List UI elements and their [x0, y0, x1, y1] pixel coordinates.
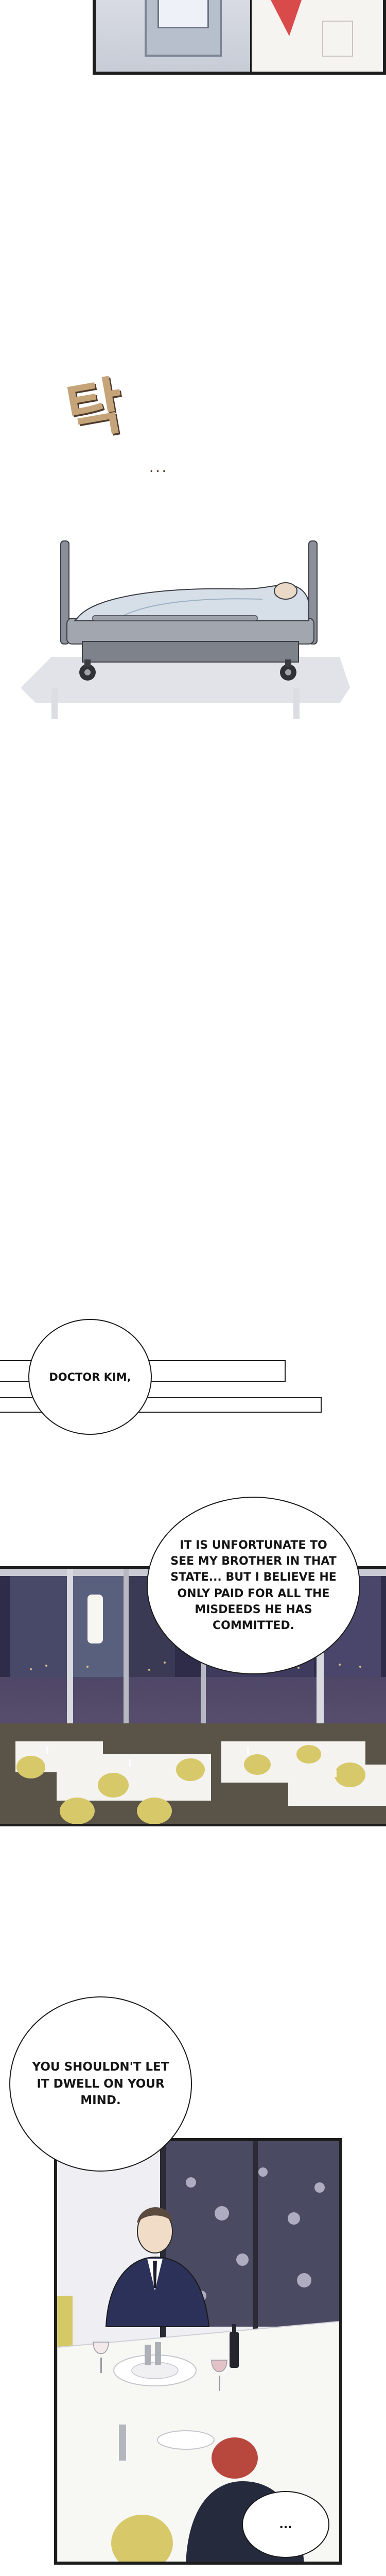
- coat-pocket: [322, 21, 353, 57]
- hospital-bed-illustration: [21, 540, 350, 719]
- speech-text: YOU SHOULDN'T LET IT DWELL ON YOUR MIND.: [32, 2060, 169, 2108]
- sound-effect: 탁: [61, 368, 131, 450]
- bed-frame: [66, 618, 314, 645]
- sound-effect-trail: ...: [149, 459, 169, 476]
- speech-bubble: IT IS UNFORTUNATE TO SEE MY BROTHER IN T…: [147, 1497, 360, 1674]
- patient-head: [274, 582, 297, 600]
- door-window: [157, 0, 209, 28]
- speech-bubble: YOU SHOULDN'T LET IT DWELL ON YOUR MIND.: [9, 1996, 192, 2172]
- doctor-coat: [250, 0, 383, 72]
- speech-bubble: DOCTOR KIM,: [28, 1319, 152, 1435]
- panel-hospital-door: [93, 0, 386, 75]
- bed-headrail-left: [60, 540, 69, 645]
- speech-text: ...: [279, 2518, 292, 2531]
- bed-shadow: [21, 657, 350, 703]
- speech-text: IT IS UNFORTUNATE TO SEE MY BROTHER IN T…: [170, 1538, 337, 1632]
- speech-text: DOCTOR KIM,: [49, 1370, 131, 1383]
- speech-bubble: ...: [242, 2491, 329, 2558]
